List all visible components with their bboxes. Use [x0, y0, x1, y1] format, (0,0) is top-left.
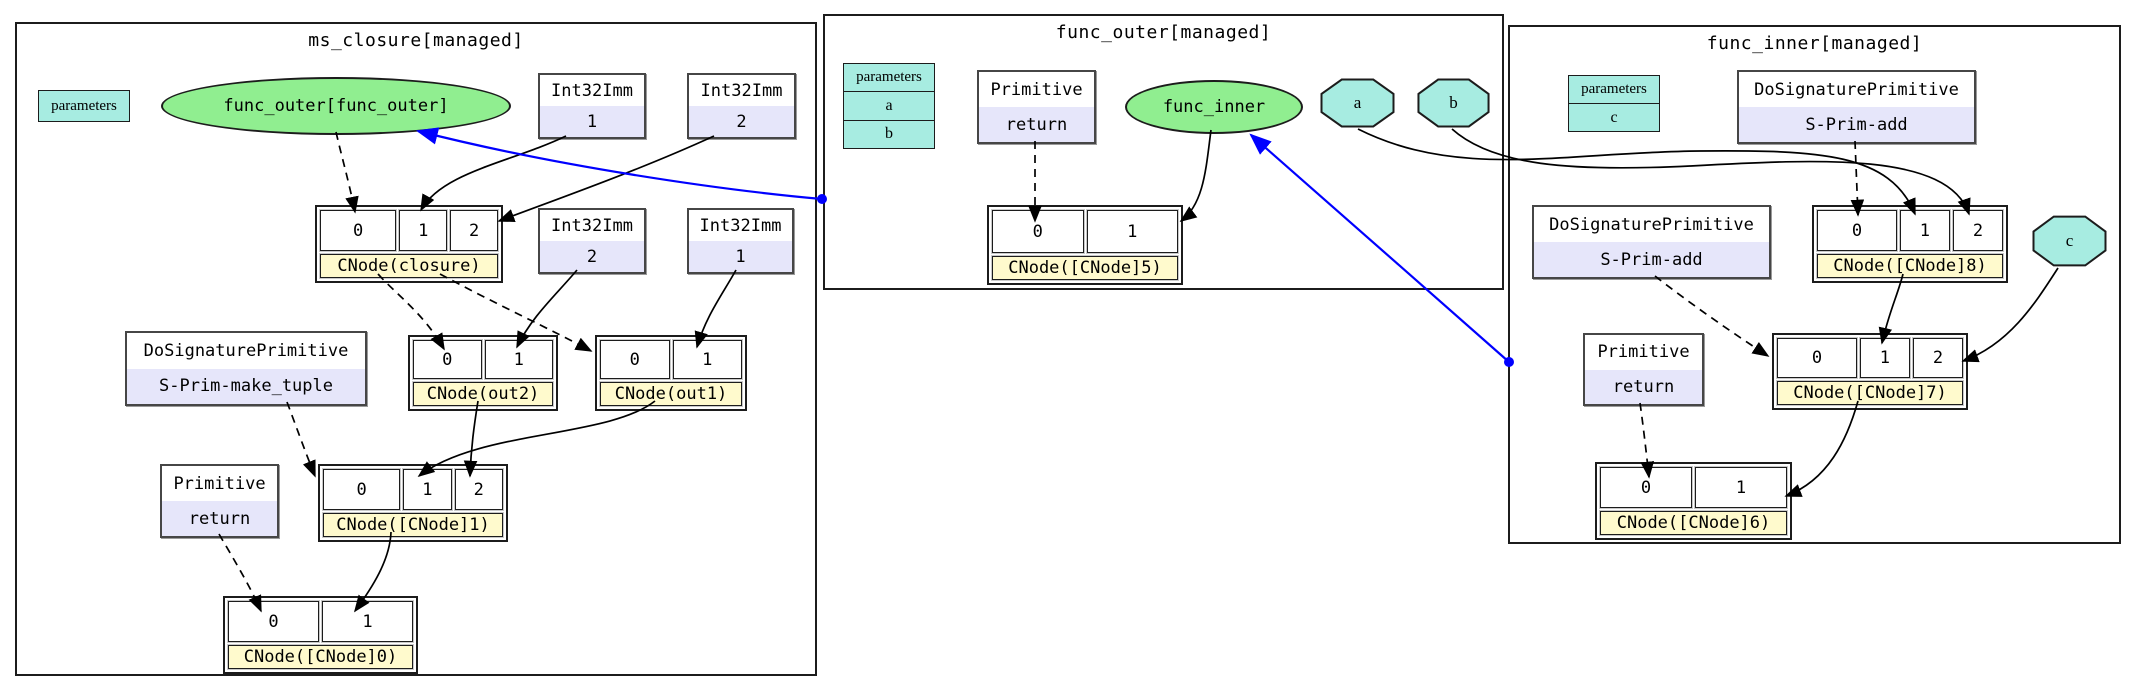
cnode-0-record: 0 1 CNode([CNode]0) — [223, 596, 418, 674]
int32imm-2-mid-node: Int32Imm 2 — [538, 208, 646, 274]
record-cell: 0 — [1816, 209, 1898, 252]
parameter-label: c — [2065, 231, 2074, 250]
parameters-row: c — [1610, 108, 1618, 126]
int32imm-1-top-node: Int32Imm 1 — [538, 73, 646, 139]
record-label: CNode(closure) — [319, 253, 499, 279]
record-cell: 1 — [402, 468, 453, 511]
record-cell: 2 — [1951, 209, 2005, 252]
node-value: 2 — [540, 241, 644, 272]
record-cell: 1 — [483, 339, 554, 380]
record-cell: 1 — [398, 209, 449, 252]
node-type: DoSignaturePrimitive — [127, 333, 365, 369]
record-cell: 1 — [1858, 337, 1911, 379]
int32imm-1-mid-node: Int32Imm 1 — [687, 208, 794, 274]
parameters-row: a — [844, 92, 934, 121]
record-cell: 1 — [321, 600, 414, 643]
cluster-ms-closure: ms_closure[managed] — [15, 22, 817, 676]
record-label: CNode(out1) — [599, 381, 743, 407]
funcgraph-ellipse-func-inner: func_inner — [1125, 80, 1303, 134]
record-cell: 1 — [1898, 209, 1951, 252]
cluster-func-inner-title: func_inner[managed] — [1706, 33, 1923, 54]
node-type: Int32Imm — [540, 75, 644, 106]
octagon-shape — [1320, 78, 1395, 128]
node-value: S-Prim-add — [1739, 107, 1974, 142]
cluster-ms-closure-title: ms_closure[managed] — [308, 30, 524, 51]
cnode-5-record: 0 1 CNode([CNode]5) — [987, 205, 1183, 285]
record-label: CNode([CNode]5) — [991, 255, 1179, 281]
parameters-header: parameters — [1569, 76, 1659, 104]
record-cell: 0 — [318, 209, 398, 252]
node-type: Primitive — [1585, 335, 1702, 370]
record-cell: 0 — [1776, 337, 1858, 379]
record-cell: 1 — [671, 339, 743, 380]
parameter-label: b — [1449, 93, 1458, 112]
record-label: CNode(out2) — [412, 381, 554, 407]
record-label: CNode([CNode]8) — [1816, 253, 2004, 279]
record-cell: 0 — [991, 209, 1085, 254]
return-primitive-node-func-inner: Primitive return — [1583, 333, 1704, 406]
parameters-table-func-inner: parameters c — [1568, 75, 1660, 132]
octagon-shape — [1417, 78, 1490, 128]
node-type: DoSignaturePrimitive — [1739, 72, 1974, 107]
parameters-header: parameters — [844, 64, 934, 93]
node-value: S-Prim-add — [1534, 242, 1769, 277]
record-cell: 0 — [412, 339, 483, 380]
record-label: CNode([CNode]7) — [1776, 380, 1964, 406]
node-value: 2 — [689, 106, 794, 137]
record-label: CNode([CNode]6) — [1599, 510, 1788, 536]
record-cell: 1 — [1694, 466, 1788, 509]
cnode-8-record: 0 1 2 CNode([CNode]8) — [1812, 205, 2008, 283]
cnode-1-record: 0 1 2 CNode([CNode]1) — [318, 464, 508, 542]
parameters-row: b — [885, 125, 893, 143]
node-type: Int32Imm — [689, 75, 794, 106]
parameters-box-ms-closure: parameters — [38, 90, 130, 122]
node-value: 1 — [689, 241, 792, 272]
add-primitive-node-top: DoSignaturePrimitive S-Prim-add — [1737, 70, 1976, 144]
record-cell: 1 — [1085, 209, 1179, 254]
octagon-shape — [2032, 215, 2107, 267]
cnode-closure-record: 0 1 2 CNode(closure) — [315, 205, 503, 283]
node-type: Primitive — [979, 72, 1094, 107]
int32imm-2-top-node: Int32Imm 2 — [687, 73, 796, 139]
node-type: DoSignaturePrimitive — [1534, 207, 1769, 242]
node-value: return — [979, 107, 1094, 142]
return-primitive-node-ms-closure: Primitive return — [160, 464, 279, 538]
cnode-7-record: 0 1 2 CNode([CNode]7) — [1772, 333, 1968, 410]
record-cell: 2 — [449, 209, 499, 252]
node-type: Int32Imm — [689, 210, 792, 241]
cnode-out2-record: 0 1 CNode(out2) — [408, 335, 558, 411]
node-value: 1 — [540, 106, 644, 137]
cluster-func-outer-title: func_outer[managed] — [1055, 22, 1272, 43]
parameter-octagon-a: a — [1320, 78, 1395, 128]
record-cell: 2 — [453, 468, 505, 511]
node-type: Primitive — [162, 466, 277, 501]
make-tuple-primitive-node: DoSignaturePrimitive S-Prim-make_tuple — [125, 331, 367, 406]
return-primitive-node-func-outer: Primitive return — [977, 70, 1096, 144]
record-label: CNode([CNode]1) — [322, 512, 504, 538]
funcgraph-ellipse-func-outer: func_outer[func_outer] — [161, 77, 511, 135]
record-cell: 0 — [1599, 466, 1693, 509]
parameters-header: parameters — [51, 97, 117, 114]
record-cell: 2 — [1911, 337, 1965, 379]
cnode-out1-record: 0 1 CNode(out1) — [595, 335, 747, 411]
record-cell: 0 — [321, 468, 402, 511]
parameter-label: a — [1353, 93, 1362, 112]
cnode-6-record: 0 1 CNode([CNode]6) — [1595, 462, 1792, 540]
parameters-table-func-outer: parameters a b — [843, 63, 935, 149]
add-primitive-node-left: DoSignaturePrimitive S-Prim-add — [1532, 205, 1771, 279]
record-cell: 0 — [599, 339, 671, 380]
parameter-octagon-b: b — [1417, 78, 1490, 128]
node-value: return — [162, 501, 277, 536]
funcgraph-label: func_outer[func_outer] — [223, 96, 449, 116]
record-cell: 0 — [227, 600, 320, 643]
node-value: return — [1585, 369, 1702, 404]
record-label: CNode([CNode]0) — [227, 644, 414, 670]
funcgraph-label: func_inner — [1162, 97, 1266, 117]
parameter-octagon-c: c — [2032, 215, 2107, 267]
node-type: Int32Imm — [540, 210, 644, 241]
node-value: S-Prim-make_tuple — [127, 368, 365, 404]
